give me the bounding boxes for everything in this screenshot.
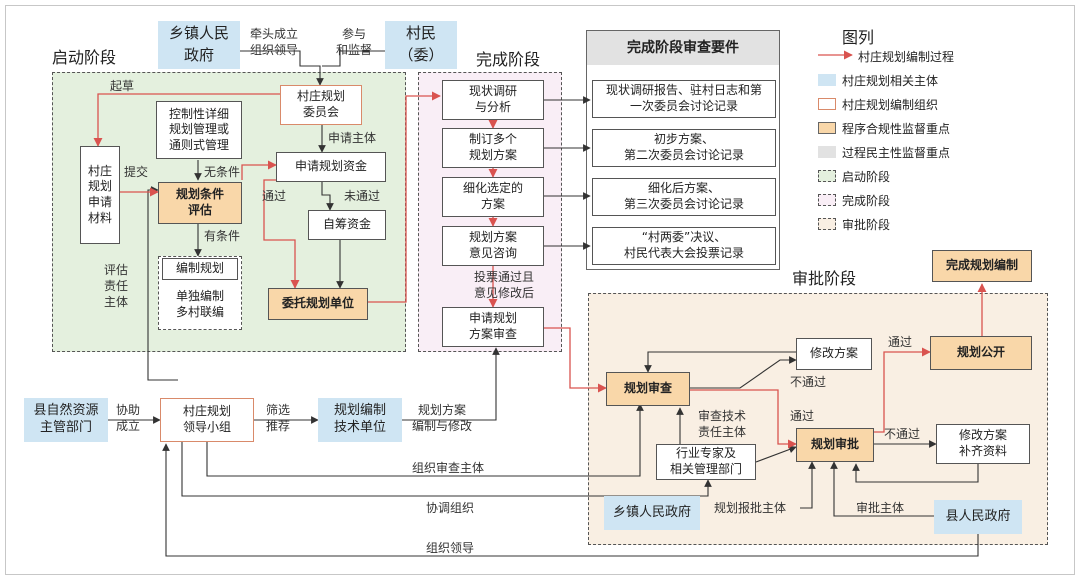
approval-stage-title: 审批阶段 bbox=[792, 269, 857, 288]
label-approve-subject: 审批主体 bbox=[856, 501, 905, 515]
label-pass-2: 通过 bbox=[790, 409, 815, 423]
legend-item-compliance: 程序合规性监督重点 bbox=[842, 122, 951, 136]
legend-item-process: 村庄规划编制过程 bbox=[858, 50, 955, 64]
label-org-lead: 组织领导 bbox=[426, 541, 475, 555]
label-has-condition: 有条件 bbox=[204, 229, 241, 243]
label-draft: 起草 bbox=[110, 79, 135, 93]
label-report-subject: 规划报批主体 bbox=[714, 501, 787, 515]
modify-plan: 修改方案 bbox=[796, 338, 872, 370]
doc-refined-plan: 细化后方案、 第三次委员会讨论记录 bbox=[592, 178, 776, 216]
label-coord-org: 协调组织 bbox=[426, 501, 475, 515]
legend-item-start: 启动阶段 bbox=[842, 170, 891, 184]
control-rules-box: 控制性详细 规划管理或 通则式管理 bbox=[156, 101, 242, 159]
make-plan: 编制规划 bbox=[162, 258, 238, 280]
done-stage-title: 完成阶段 bbox=[476, 50, 541, 69]
label-apply-subject: 申请主体 bbox=[328, 131, 377, 145]
label-screen-recommend: 筛选 推荐 bbox=[266, 403, 291, 434]
legend-item-approve: 审批阶段 bbox=[842, 218, 891, 232]
legend-swatch-start bbox=[818, 170, 836, 182]
multiple-plans: 制订多个 规划方案 bbox=[442, 128, 544, 168]
label-eval-subject: 评估 责任 主体 bbox=[104, 263, 129, 310]
application-materials: 村庄 规划 申请 材料 bbox=[80, 146, 120, 244]
legend-swatch-democracy bbox=[818, 146, 836, 158]
doc-survey-report: 现状调研报告、驻村日志和第 一次委员会讨论记录 bbox=[592, 80, 776, 118]
legend-title: 图列 bbox=[842, 28, 875, 47]
self-funding: 自筹资金 bbox=[308, 210, 386, 240]
label-help-found: 协助 成立 bbox=[116, 403, 141, 434]
label-participate: 参与 和监督 bbox=[336, 27, 373, 58]
apply-planning-fund: 申请规划资金 bbox=[276, 152, 386, 182]
plan-consultation: 规划方案 意见咨询 bbox=[442, 226, 544, 266]
start-stage-title: 启动阶段 bbox=[52, 48, 117, 67]
complete-planning: 完成规划编制 bbox=[932, 250, 1032, 282]
apply-plan-review: 申请规划 方案审查 bbox=[442, 307, 544, 347]
label-plan-edit: 规划方案 编制与修改 bbox=[412, 403, 473, 434]
plan-publish: 规划公开 bbox=[930, 336, 1032, 370]
county-gov: 县人民政府 bbox=[934, 500, 1022, 534]
entrust-planning-unit: 委托规划单位 bbox=[268, 288, 368, 320]
label-lead-org: 牵头成立 组织领导 bbox=[250, 27, 299, 58]
label-review-tech: 审查技术 责任主体 bbox=[698, 409, 747, 440]
legend-item-done: 完成阶段 bbox=[842, 194, 891, 208]
label-pass-3: 通过 bbox=[888, 335, 913, 349]
township-gov-bottom: 乡镇人民政府 bbox=[604, 496, 700, 530]
villagers-committee: 村民 （委） bbox=[385, 21, 457, 69]
legend-item-subject: 村庄规划相关主体 bbox=[842, 74, 939, 88]
legend-swatch-approve bbox=[818, 218, 836, 230]
legend-swatch-done bbox=[818, 194, 836, 206]
legend-item-democracy: 过程民主性监督重点 bbox=[842, 146, 951, 160]
label-no-condition: 无条件 bbox=[204, 165, 241, 179]
county-natural-resources-dept: 县自然资源 主管部门 bbox=[24, 398, 108, 442]
legend-item-org: 村庄规划编制组织 bbox=[842, 98, 939, 112]
doc-resolution: “村两委”决议、 村民代表大会投票记录 bbox=[592, 227, 776, 265]
label-pass-1: 通过 bbox=[262, 189, 287, 203]
legend-swatch-subject bbox=[818, 74, 836, 86]
legend-swatch-compliance bbox=[818, 122, 836, 134]
planning-leader-group: 村庄规划 领导小组 bbox=[160, 398, 254, 442]
label-vote: 投票通过且 意见修改后 bbox=[474, 270, 535, 301]
label-not-pass-1: 未通过 bbox=[344, 189, 381, 203]
township-gov-top: 乡镇人民 政府 bbox=[158, 21, 240, 69]
planning-condition-eval: 规划条件 评估 bbox=[158, 182, 242, 224]
doc-initial-plan: 初步方案、 第二次委员会讨论记录 bbox=[592, 129, 776, 167]
industry-experts: 行业专家及 相关管理部门 bbox=[656, 444, 756, 480]
label-submit: 提交 bbox=[124, 165, 149, 179]
village-planning-committee: 村庄规划 委员会 bbox=[280, 85, 362, 125]
legend-swatch-org bbox=[818, 98, 836, 110]
plan-review: 规划审查 bbox=[606, 372, 690, 406]
refine-plan: 细化选定的 方案 bbox=[442, 177, 544, 217]
diagram-frame bbox=[5, 5, 1075, 575]
label-not-pass-2: 不通过 bbox=[790, 375, 827, 389]
label-not-pass-3: 不通过 bbox=[884, 427, 921, 441]
plan-approval: 规划审批 bbox=[796, 428, 874, 462]
review-docs-panel-title: 完成阶段审查要件 bbox=[587, 31, 779, 65]
single-multi-village: 单独编制 多村联编 bbox=[162, 284, 238, 326]
label-org-review-subject: 组织审查主体 bbox=[412, 461, 485, 475]
survey-analysis: 现状调研 与分析 bbox=[442, 80, 544, 120]
planning-tech-unit: 规划编制 技术单位 bbox=[318, 398, 402, 442]
modify-supplement: 修改方案 补齐资料 bbox=[936, 424, 1030, 464]
